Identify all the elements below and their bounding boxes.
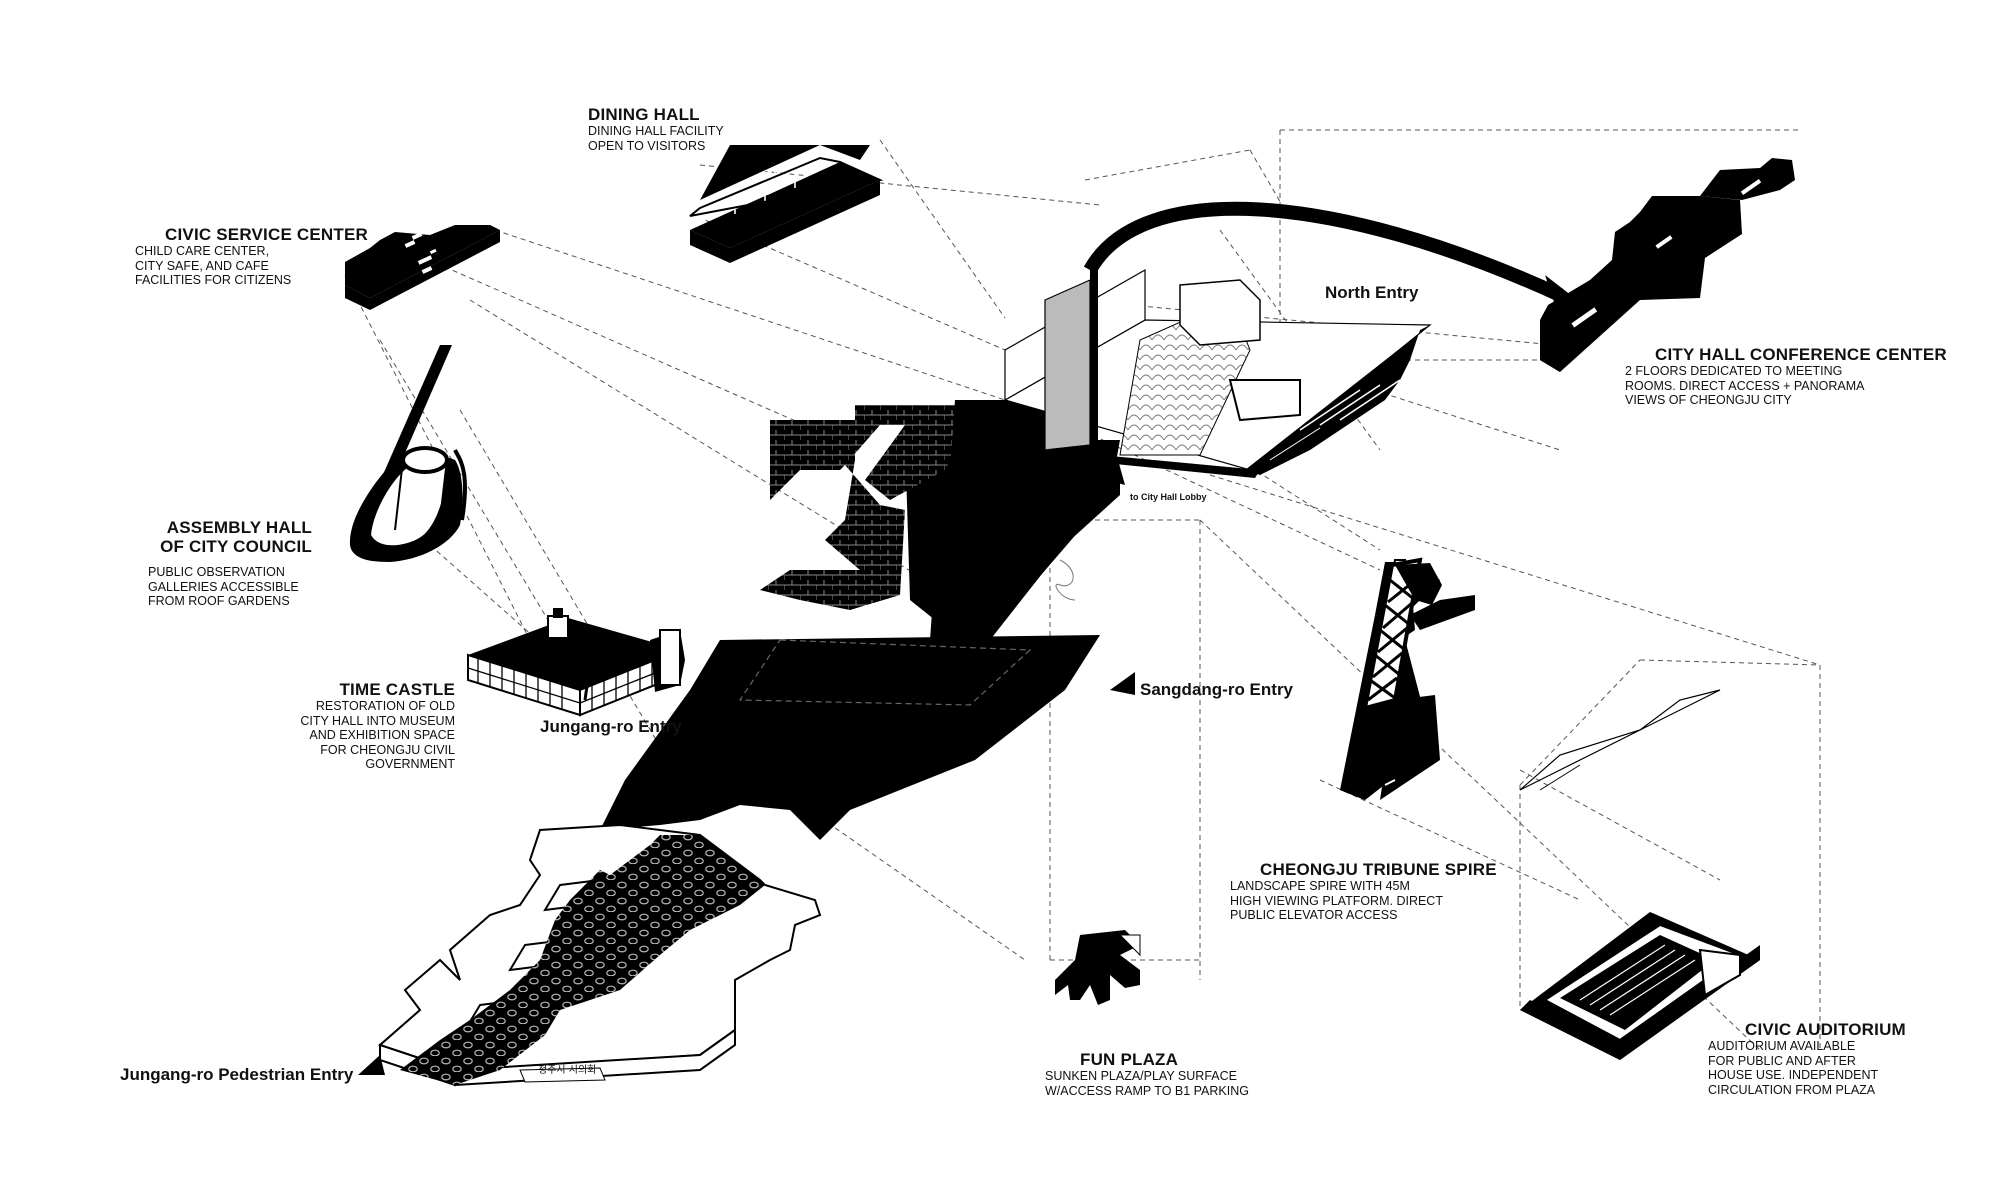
spire-shape	[1340, 557, 1475, 800]
spire-label: CHEONGJU TRIBUNE SPIRE LANDSCAPE SPIRE W…	[1230, 860, 1497, 923]
spire-desc-3: PUBLIC ELEVATOR ACCESS	[1230, 908, 1398, 922]
north-entry-label: North Entry	[1325, 283, 1419, 302]
assembly-hall-label: ASSEMBLY HALL OF CITY COUNCIL	[140, 518, 312, 556]
spire-desc-1: LANDSCAPE SPIRE WITH 45M	[1230, 879, 1410, 893]
assembly-hall-desc-2: GALLERIES ACCESSIBLE	[148, 579, 299, 594]
assembly-hall-title-2: OF CITY COUNCIL	[160, 537, 312, 556]
auditorium-shape	[1519, 689, 1760, 1060]
conference-label: CITY HALL CONFERENCE CENTER 2 FLOORS DED…	[1625, 345, 1947, 408]
assembly-hall-shape	[349, 446, 467, 562]
dining-hall-desc-1: DINING HALL FACILITY	[588, 124, 724, 138]
auditorium-title: CIVIC AUDITORIUM	[1745, 1020, 1906, 1039]
conference-center-shape	[1540, 158, 1795, 372]
conference-arrow	[1083, 201, 1590, 320]
spire-desc-2: HIGH VIEWING PLATFORM. DIRECT	[1230, 893, 1443, 908]
fun-plaza-label: FUN PLAZA SUNKEN PLAZA/PLAY SURFACE W/AC…	[1045, 1050, 1249, 1098]
civic-service-desc-1: CHILD CARE CENTER,	[135, 244, 270, 258]
auditorium-desc-2: FOR PUBLIC AND AFTER	[1708, 1053, 1856, 1068]
civic-service-title: CIVIC SERVICE CENTER	[165, 225, 369, 244]
conference-title: CITY HALL CONFERENCE CENTER	[1655, 345, 1947, 364]
auditorium-desc-4: CIRCULATION FROM PLAZA	[1708, 1082, 1876, 1097]
dining-hall-desc-2: OPEN TO VISITORS	[588, 138, 706, 153]
dining-hall-shape	[689, 139, 884, 263]
auditorium-desc-3: HOUSE USE. INDEPENDENT	[1708, 1068, 1879, 1082]
dining-hall-label: DINING HALL DINING HALL FACILITY OPEN TO…	[588, 105, 724, 153]
jungang-entry-label: Jungang-ro Entry	[540, 717, 682, 736]
entry-markers	[358, 672, 1135, 1075]
time-castle-desc-4: FOR CHEONGJU CIVIL	[320, 742, 455, 757]
assembly-hall-desc-1: PUBLIC OBSERVATION	[148, 565, 285, 579]
fun-plaza-title: FUN PLAZA	[1080, 1050, 1179, 1069]
time-castle-desc-1: RESTORATION OF OLD	[315, 699, 455, 713]
civic-service-desc-3: FACILITIES FOR CITIZENS	[135, 273, 292, 287]
dining-hall-title: DINING HALL	[588, 105, 700, 124]
civic-service-desc-2: CITY SAFE, AND CAFE	[135, 258, 269, 273]
building-sign: 청주시 시의회	[538, 1065, 597, 1076]
fun-plaza-desc-1: SUNKEN PLAZA/PLAY SURFACE	[1045, 1069, 1237, 1083]
north-building	[1003, 265, 1432, 478]
time-castle-title: TIME CASTLE	[339, 680, 455, 699]
sangdang-entry-label: Sangdang-ro Entry	[1140, 680, 1294, 699]
time-castle-desc-2: CITY HALL INTO MUSEUM	[300, 713, 455, 728]
pedestrian-entry-label: Jungang-ro Pedestrian Entry	[120, 1065, 354, 1084]
auditorium-desc-1: AUDITORIUM AVAILABLE	[1708, 1039, 1856, 1053]
lobby-label: to City Hall Lobby	[1130, 492, 1207, 502]
lobby-arrow	[960, 460, 1125, 640]
auditorium-label: CIVIC AUDITORIUM AUDITORIUM AVAILABLE FO…	[1708, 1020, 1906, 1097]
conference-desc-3: VIEWS OF CHEONGJU CITY	[1625, 393, 1792, 407]
assembly-hall-desc-3: FROM ROOF GARDENS	[148, 594, 290, 608]
spire-title: CHEONGJU TRIBUNE SPIRE	[1260, 860, 1497, 879]
time-castle-desc-5: GOVERNMENT	[365, 757, 455, 771]
fun-plaza-shape	[1055, 930, 1141, 1005]
conference-desc-1: 2 FLOORS DEDICATED TO MEETING	[1625, 364, 1843, 378]
civic-service-label: CIVIC SERVICE CENTER CHILD CARE CENTER, …	[135, 225, 369, 288]
time-castle-label: TIME CASTLE RESTORATION OF OLD CITY HALL…	[250, 680, 455, 772]
council-building	[378, 823, 822, 1087]
fun-plaza-desc-2: W/ACCESS RAMP TO B1 PARKING	[1045, 1083, 1249, 1098]
assembly-hall-desc: PUBLIC OBSERVATION GALLERIES ACCESSIBLE …	[148, 565, 299, 609]
assembly-hall-title-1: ASSEMBLY HALL	[166, 518, 312, 537]
conference-desc-2: ROOMS. DIRECT ACCESS + PANORAMA	[1625, 378, 1865, 393]
time-castle-shape	[467, 608, 685, 717]
time-castle-desc-3: AND EXHIBITION SPACE	[309, 728, 455, 742]
